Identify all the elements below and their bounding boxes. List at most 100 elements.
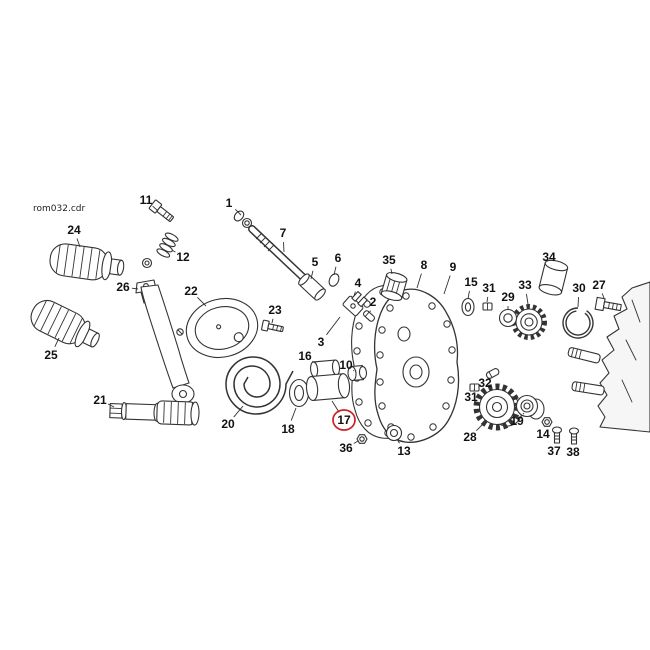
leader-line-9: [443, 275, 451, 295]
callout-label-29: 29: [501, 290, 515, 304]
washer-13: [385, 424, 403, 442]
leader-line-10: [352, 370, 355, 372]
leader-line-21: [107, 403, 115, 408]
callout-label-24: 24: [67, 223, 81, 237]
leader-line-15: [467, 290, 470, 300]
plug-35: [380, 272, 408, 302]
callout-label-14: 14: [536, 427, 550, 441]
leader-line-13: [396, 438, 400, 444]
callout-label-13: 13: [397, 444, 411, 458]
callout-label-10: 10: [339, 358, 353, 372]
bolt-23: [261, 319, 284, 333]
callout-label-11: 11: [140, 193, 153, 207]
leader-line-24: [76, 238, 81, 248]
leader-line-20: [233, 405, 244, 418]
callout-label-2: 2: [370, 295, 377, 309]
leader-line-22: [197, 297, 207, 307]
callout-label-35: 35: [382, 253, 396, 267]
callout-label-19: 19: [510, 414, 524, 428]
callout-label-18: 18: [281, 422, 295, 436]
callout-label-8: 8: [421, 258, 428, 272]
leader-line-30: [577, 296, 579, 308]
cap-10: [347, 365, 368, 382]
callout-label-26: 26: [116, 280, 130, 294]
leader-line-11: [152, 205, 159, 212]
leader-line-8: [416, 273, 422, 289]
leader-line-19: [522, 412, 525, 415]
callout-label-37: 37: [547, 444, 561, 458]
callout-label-15: 15: [464, 275, 478, 289]
screw-b: [176, 328, 184, 336]
bolt-11: [148, 199, 174, 222]
callout-label-9: 9: [450, 260, 457, 274]
cover-9: [373, 288, 460, 443]
callout-label-27: 27: [592, 278, 606, 292]
leader-line-12: [171, 249, 176, 253]
callout-label-12: 12: [176, 250, 190, 264]
callout-label-31: 31: [464, 390, 478, 404]
callout-label-3: 3: [318, 335, 325, 349]
leader-line-35: [390, 268, 393, 275]
callout-label-22: 22: [184, 284, 198, 298]
nut-small: [141, 257, 153, 269]
callout-label-30: 30: [572, 281, 586, 295]
highlight-circle: [332, 409, 356, 431]
spring-12: [156, 232, 179, 258]
callout-label-16: 16: [298, 349, 312, 363]
stud-bolt-lower: [571, 381, 605, 396]
leader-line-5: [310, 270, 314, 280]
leader-lines: [54, 205, 605, 444]
washer-29: [498, 308, 518, 328]
nut-31-lower: [469, 383, 480, 392]
leader-line-16: [312, 360, 316, 364]
gear-33: [511, 304, 547, 340]
pedal-21: [109, 400, 200, 426]
leader-line-33: [525, 293, 529, 305]
leader-line-4: [353, 291, 356, 297]
kicker-arm: [140, 284, 195, 404]
callout-label-31: 31: [482, 281, 496, 295]
callout-label-25: 25: [44, 348, 58, 362]
callout-label-17: 17: [337, 413, 351, 427]
callout-label-34: 34: [542, 250, 556, 264]
callout-label-36: 36: [339, 441, 353, 455]
bolt-27: [594, 296, 622, 312]
callout-label-33: 33: [518, 278, 532, 292]
leader-line-7: [283, 241, 285, 253]
callout-label-20: 20: [221, 417, 235, 431]
callout-label-7: 7: [280, 226, 287, 240]
bushing-17: [305, 373, 351, 401]
callout-label-4: 4: [355, 276, 362, 290]
callout-label-5: 5: [312, 255, 319, 269]
key-6: [328, 273, 340, 287]
leader-line-25: [54, 337, 60, 348]
callout-label-32: 32: [478, 376, 492, 390]
pin-32: [485, 368, 500, 379]
leader-line-27: [601, 293, 605, 299]
nut-14: [541, 417, 553, 427]
nut-31-upper: [482, 302, 493, 311]
callout-label-28: 28: [463, 430, 477, 444]
retaining-spring-30: [562, 307, 594, 339]
leader-line-28: [476, 423, 484, 431]
leader-line-31: [473, 388, 475, 391]
crankcase-fragment: [597, 281, 650, 433]
callout-label-23: 23: [268, 303, 282, 317]
leader-line-18: [290, 407, 297, 421]
bolt-38: [568, 427, 580, 445]
nut-36: [356, 434, 368, 444]
callout-label-38: 38: [566, 445, 580, 459]
footpeg-25: [30, 299, 100, 348]
nut-washer-1: [233, 210, 253, 229]
spring-20: [225, 356, 294, 415]
footpeg-24: [49, 243, 125, 281]
leader-line-36: [353, 440, 359, 444]
leader-line-31: [486, 296, 489, 303]
gear-28: [473, 383, 523, 431]
leader-line-6: [333, 266, 337, 276]
leader-line-17: [331, 400, 340, 413]
kicker-shaft-7: [248, 225, 310, 284]
